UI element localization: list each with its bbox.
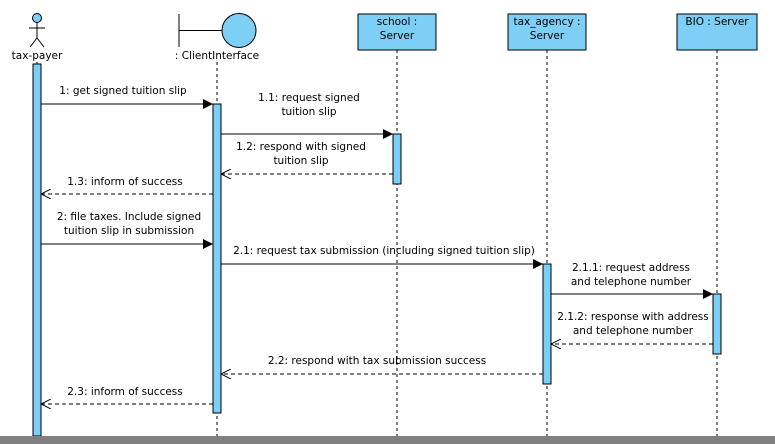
- activation-bar-taxpayer: [32, 63, 42, 437]
- message-label-1-1: 1.1: request signed: [258, 92, 360, 104]
- actor-right-leg: [36, 37, 45, 48]
- activation-bar-taxagency: [542, 263, 552, 385]
- message-label-2-1: 2.1: request tax submission (including s…: [233, 245, 535, 257]
- lifeline-box-bio: [676, 13, 758, 51]
- bottom-scroll-bar: [0, 436, 775, 444]
- message-label-1-3: 1.3: inform of success: [67, 176, 183, 188]
- lifeline-box-label: school :: [377, 16, 418, 28]
- message-label-1-2: 1.2: respond with signed: [236, 141, 366, 153]
- lifeline-box-label: BIO : Server: [685, 16, 749, 28]
- boundary-circle: [221, 13, 257, 48]
- activation-bar-school: [392, 133, 402, 185]
- lifeline-box-label: Server: [530, 30, 565, 42]
- actor-head: [32, 13, 42, 23]
- activation-bar-bio: [712, 293, 722, 355]
- message-label-2-1-2: and telephone number: [573, 325, 694, 337]
- actor-figure-icon: [29, 13, 45, 48]
- message-label-1: 1: get signed tuition slip: [59, 85, 187, 97]
- activation-bar-client: [212, 103, 222, 414]
- lifeline-box-taxagency: [507, 13, 587, 51]
- message-label-2-1-1: 2.1.1: request address: [572, 262, 690, 274]
- message-label-2: tuition slip in submission: [64, 225, 194, 237]
- message-label-1-1: tuition slip: [281, 106, 336, 118]
- message-label-2-3: 2.3: inform of success: [67, 386, 183, 398]
- boundary-label: : ClientInterface: [175, 50, 259, 62]
- message-label-2-1-1: and telephone number: [571, 276, 692, 288]
- lifeline-box-school: [357, 13, 437, 51]
- message-label-2-2: 2.2: respond with tax submission success: [268, 355, 486, 367]
- lifeline-box-label: Server: [380, 30, 415, 42]
- actor-left-leg: [29, 37, 38, 48]
- actor-label: tax-payer: [12, 50, 63, 62]
- lifeline-box-label: tax_agency :: [513, 16, 580, 28]
- message-label-1-2: tuition slip: [273, 155, 328, 167]
- boundary-icon: [178, 13, 257, 48]
- message-label-2-1-2: 2.1.2: response with address: [557, 311, 709, 323]
- message-label-2: 2: file taxes. Include signed: [57, 211, 201, 223]
